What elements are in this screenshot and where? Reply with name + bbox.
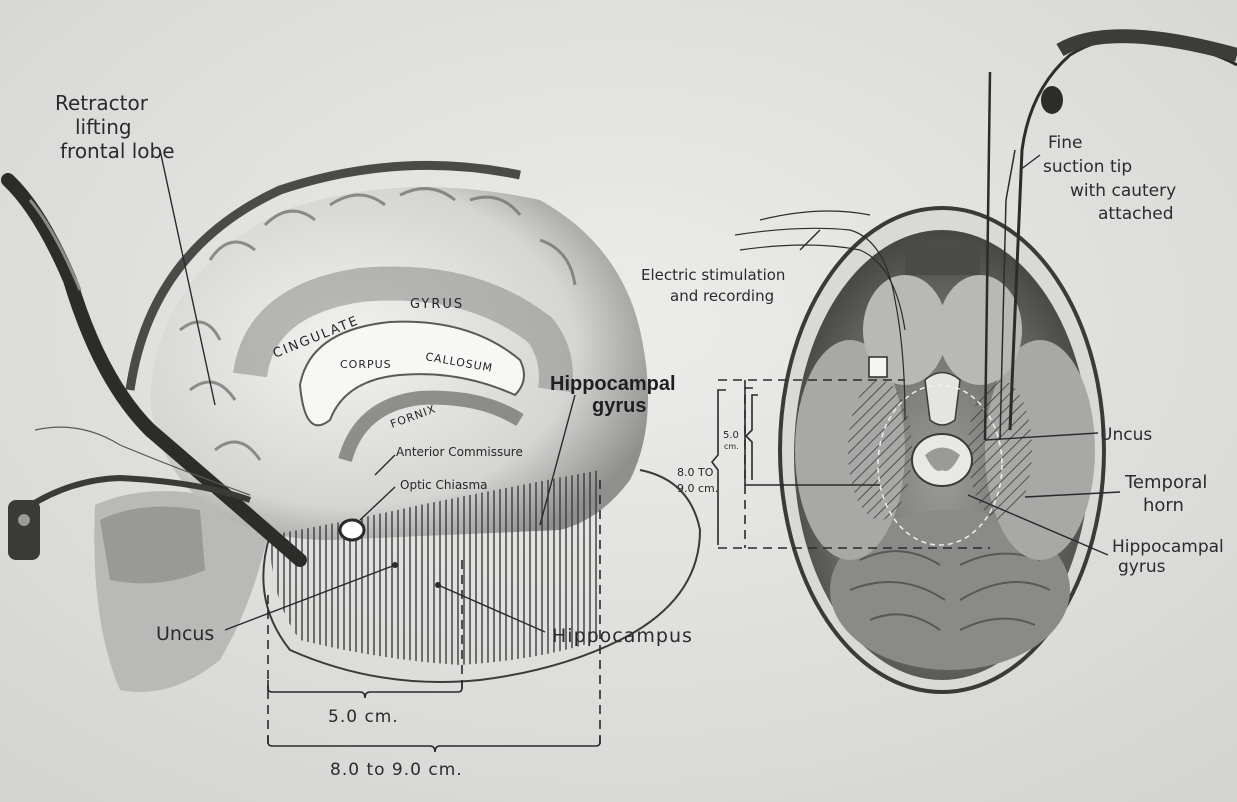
temporal-horn-label-line1: Temporal	[1124, 472, 1207, 493]
uncus-label: Uncus	[156, 623, 214, 645]
right-long-measure-line2: 9.0 cm.	[677, 482, 718, 495]
retractor-label-line3: frontal lobe	[60, 139, 175, 163]
suction-label-line1: Fine	[1048, 133, 1083, 153]
temporal-horn-label-line2: horn	[1143, 495, 1184, 516]
uncus-dot	[392, 562, 398, 568]
retractor-label-line2: lifting	[75, 115, 132, 139]
corpus-label: CORPUS	[340, 358, 392, 371]
hippocampus-dot	[435, 582, 441, 588]
right-hippocampal-label-line1: Hippocampal	[1112, 537, 1224, 557]
hippocampal-gyrus-label-line2: gyrus	[592, 395, 646, 417]
left-instrument-knob	[18, 514, 30, 526]
sinus-cells	[100, 507, 205, 584]
retractor-label-line1: Retractor	[55, 91, 149, 115]
optic-chiasma-mark	[340, 520, 364, 540]
suction-coupling	[1041, 86, 1063, 114]
stimulation-label-line1: Electric stimulation	[641, 266, 785, 284]
optic-chiasm-top	[925, 373, 960, 426]
optic-chiasma-label: Optic Chiasma	[400, 478, 487, 492]
small-retractor	[869, 357, 887, 377]
left-instrument-handle	[8, 500, 40, 560]
anterior-commissure-label: Anterior Commissure	[396, 445, 523, 459]
suction-label-line2: suction tip	[1043, 157, 1132, 177]
stimulation-label-line2: and recording	[670, 287, 774, 305]
long-measure-label: 8.0 to 9.0 cm.	[330, 760, 463, 780]
short-measure-label: 5.0 cm.	[328, 707, 399, 727]
right-frontal-lobe	[938, 275, 1022, 385]
right-short-measure-line1: 5.0	[723, 430, 739, 441]
suction-label-line3: with cautery	[1070, 181, 1176, 201]
hippocampal-gyrus-label-line1: Hippocampal	[550, 373, 676, 395]
right-hippocampal-label-line2: gyrus	[1118, 557, 1166, 577]
right-long-measure-line1: 8.0 TO	[677, 466, 714, 479]
right-short-measure-line2: cm.	[724, 442, 739, 451]
suction-label-line4: attached	[1098, 204, 1174, 224]
left-resection-hatch	[848, 380, 912, 520]
hippocampus-label: Hippocampus	[552, 625, 693, 647]
gyrus-label: GYRUS	[410, 297, 464, 312]
frontal-opening	[905, 245, 980, 275]
right-uncus-label: Uncus	[1100, 425, 1152, 445]
